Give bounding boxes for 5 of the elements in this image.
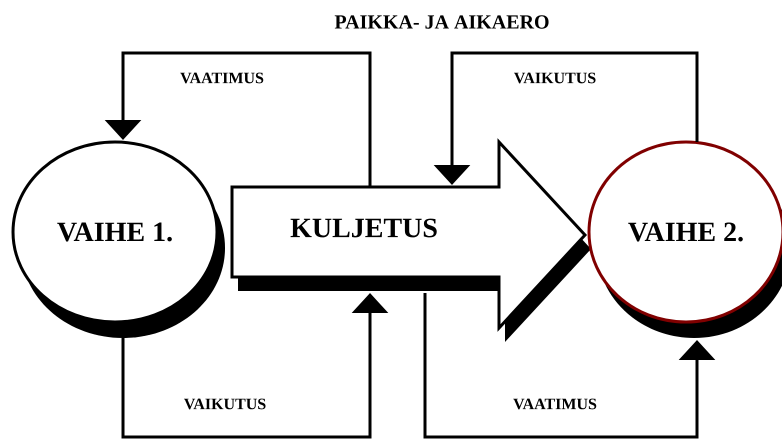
edge-label: VAIKUTUS xyxy=(514,72,596,84)
edge-label: VAATIMUS xyxy=(180,72,264,84)
edge-label: VAATIMUS xyxy=(513,398,596,410)
edge-label: VAIKUTUS xyxy=(184,398,266,410)
title: PAIKKA- JA AIKAERO xyxy=(334,15,549,29)
